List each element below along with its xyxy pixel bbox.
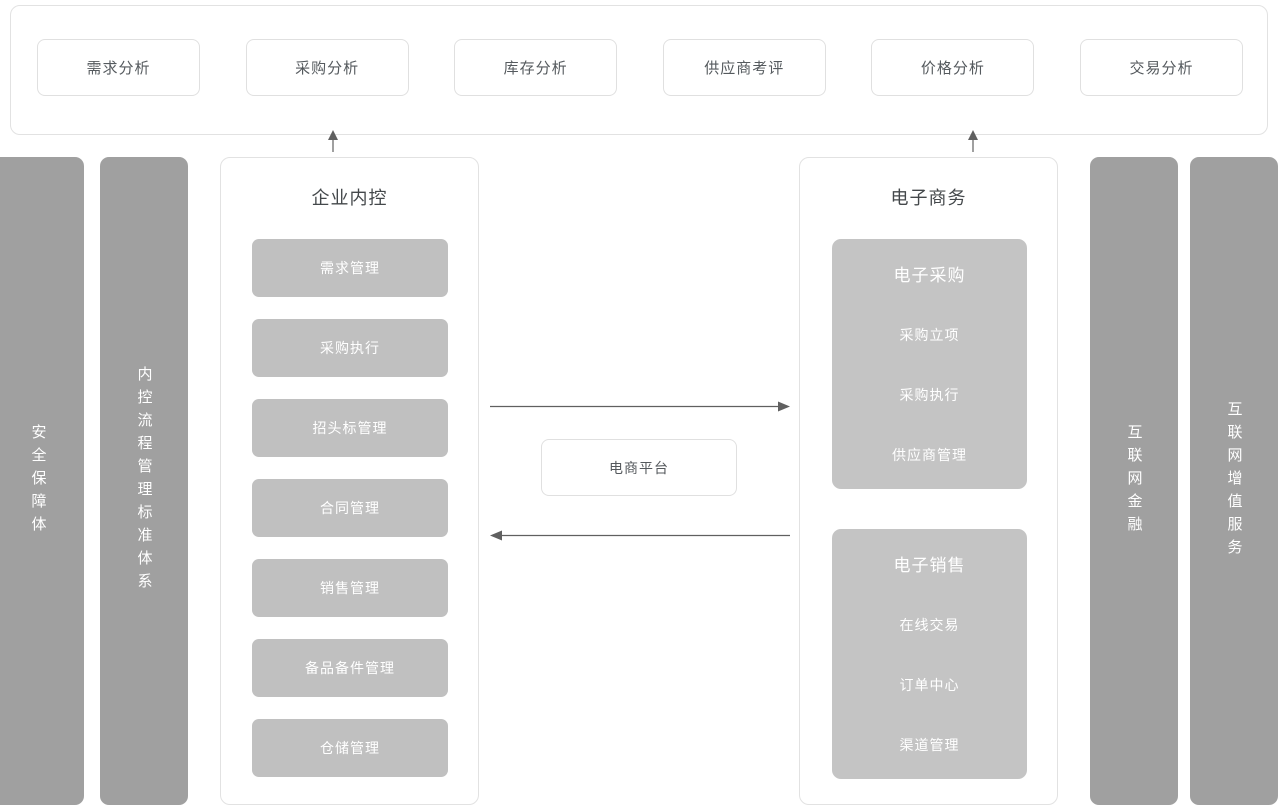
group-electronic-sales-title: 电子销售 [893,556,966,575]
item-procurement-initiation[interactable]: 采购立项 [899,327,960,343]
module-procurement-execution[interactable]: 采购执行 [252,319,448,377]
item-online-trading[interactable]: 在线交易 [899,617,960,633]
module-spare-parts-management[interactable]: 备品备件管理 [252,639,448,697]
sidebar-safety-guarantee[interactable]: 安全保障体 [0,157,84,805]
analysis-tab-transaction[interactable]: 交易分析 [1079,38,1243,96]
module-warehouse-management[interactable]: 仓储管理 [252,719,448,777]
group-electronic-procurement-items: 采购立项 采购执行 供应商管理 [832,305,1027,485]
sidebar-safety-guarantee-label: 安全保障体 [29,423,47,539]
arrow-right-icon [490,399,790,412]
analysis-tab-procurement[interactable]: 采购分析 [245,38,409,96]
item-order-center[interactable]: 订单中心 [899,677,960,693]
sidebar-control-standard[interactable]: 内控流程管理标准体系 [100,157,188,805]
ecommerce-platform-box[interactable]: 电商平台 [541,439,737,496]
item-supplier-management[interactable]: 供应商管理 [892,447,967,463]
ecommerce-platform-label: 电商平台 [609,459,669,476]
module-contract-management[interactable]: 合同管理 [252,479,448,537]
analysis-panel: 需求分析 采购分析 库存分析 供应商考评 价格分析 交易分析 [10,5,1268,135]
group-electronic-sales[interactable]: 电子销售 在线交易 订单中心 渠道管理 [832,529,1027,779]
analysis-tab-price[interactable]: 价格分析 [871,38,1035,96]
ecommerce-title: 电子商务 [890,188,967,208]
sidebar-control-standard-label: 内控流程管理标准体系 [135,366,153,596]
group-electronic-procurement[interactable]: 电子采购 采购立项 采购执行 供应商管理 [832,239,1027,489]
arrow-up-icon-left [326,130,340,152]
group-electronic-procurement-title: 电子采购 [893,266,966,285]
module-sales-management[interactable]: 销售管理 [252,559,448,617]
ecommerce-panel: 电子商务 电子采购 采购立项 采购执行 供应商管理 电子销售 在线交易 订单中心… [799,157,1058,805]
analysis-tab-row: 需求分析 采购分析 库存分析 供应商考评 价格分析 交易分析 [37,38,1243,96]
sidebar-internet-value-added-label: 互联网增值服务 [1225,400,1243,562]
item-channel-management[interactable]: 渠道管理 [899,737,960,753]
internal-control-title: 企业内控 [311,188,388,208]
analysis-tab-inventory[interactable]: 库存分析 [454,38,618,96]
analysis-tab-supplier-review[interactable]: 供应商考评 [662,38,826,96]
module-bidding-management[interactable]: 招头标管理 [252,399,448,457]
internal-control-module-list: 需求管理 采购执行 招头标管理 合同管理 销售管理 备品备件管理 仓储管理 [252,239,448,799]
item-procurement-execution[interactable]: 采购执行 [899,387,960,403]
sidebar-internet-finance-label: 互联网金融 [1125,423,1143,539]
group-electronic-sales-items: 在线交易 订单中心 渠道管理 [832,595,1027,775]
arrow-left-icon [490,528,790,541]
arrow-up-icon-right [966,130,980,152]
analysis-tab-demand[interactable]: 需求分析 [37,38,200,96]
sidebar-internet-finance[interactable]: 互联网金融 [1090,157,1178,805]
module-demand-management[interactable]: 需求管理 [252,239,448,297]
internal-control-panel: 企业内控 需求管理 采购执行 招头标管理 合同管理 销售管理 备品备件管理 仓储… [220,157,479,805]
sidebar-internet-value-added[interactable]: 互联网增值服务 [1190,157,1278,805]
